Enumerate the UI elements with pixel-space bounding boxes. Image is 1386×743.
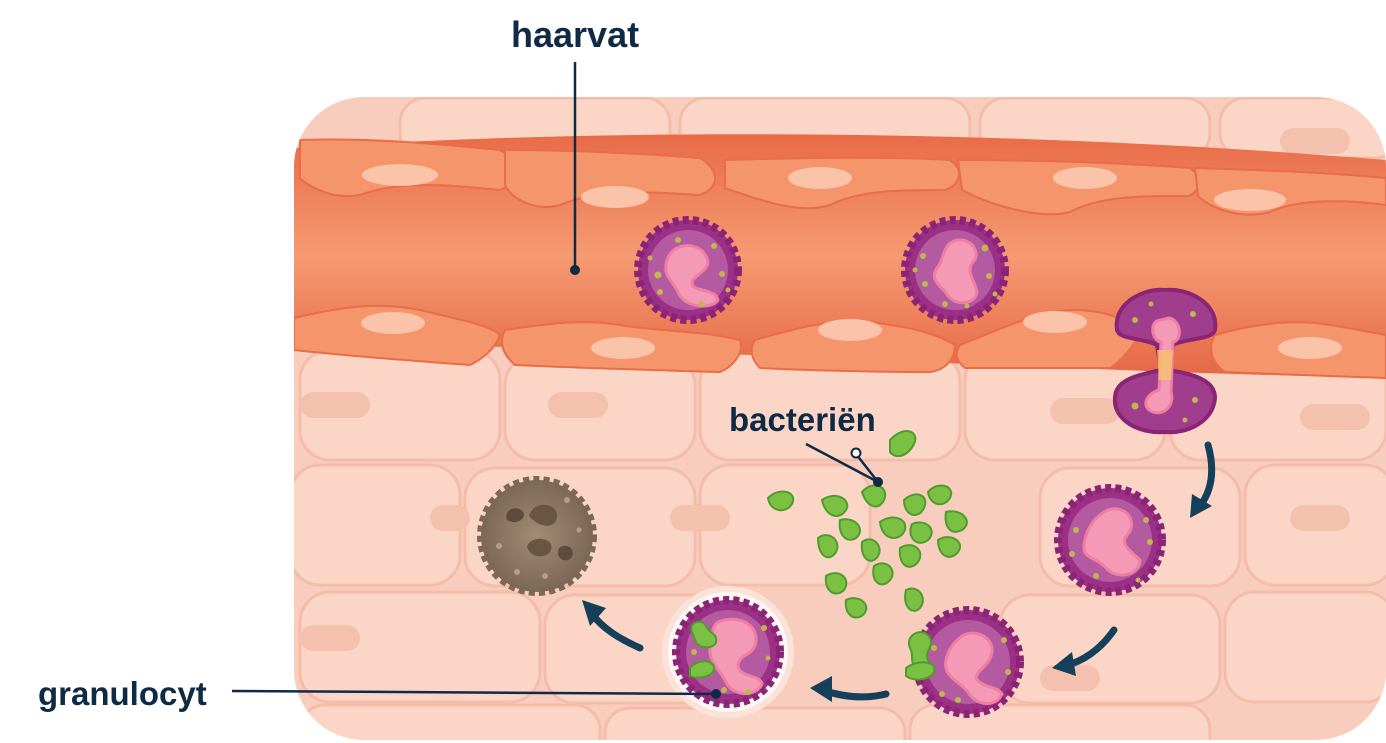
leader-lines <box>231 62 879 696</box>
capillary <box>294 134 1386 380</box>
tissue-cell-nuclei <box>300 128 1370 691</box>
bacterium <box>889 430 917 458</box>
bacterium <box>944 510 968 533</box>
cycle-arrowheads <box>582 494 1212 702</box>
lower-endothelial-nuclei <box>361 311 1342 359</box>
tissue-cells <box>294 97 1386 740</box>
label-haarvat: haarvat <box>511 14 640 55</box>
bacterium <box>878 516 907 539</box>
granulocyte-in-vessel-2 <box>901 216 1009 324</box>
leader-bacterien-open-dot <box>850 447 862 459</box>
dead-cell <box>477 476 597 596</box>
granulocyte-in-vessel-1 <box>634 216 742 324</box>
leader-bacterien-2 <box>855 453 879 483</box>
upper-endothelial-nuclei <box>362 164 1286 211</box>
label-bacterien: bacteriën <box>729 401 876 438</box>
label-granulocyt: granulocyt <box>38 675 207 712</box>
bacterium <box>860 484 887 508</box>
bacterium <box>902 493 927 516</box>
bacterium <box>766 490 795 512</box>
granulocyte-engulfing <box>905 606 1024 718</box>
bacterium <box>872 562 894 586</box>
bacterium <box>824 572 848 595</box>
bacterium <box>926 484 953 506</box>
bacterium <box>904 587 924 612</box>
leader-granulocyt <box>231 689 717 696</box>
bacterium <box>816 534 839 559</box>
granulocyte-migrating <box>1054 484 1166 596</box>
granulocyte-extravasating <box>1112 287 1218 435</box>
bacterium <box>909 521 933 544</box>
bacterium <box>844 597 868 619</box>
bacterium <box>898 544 922 568</box>
bacterium <box>860 538 881 562</box>
bacterium <box>820 494 849 517</box>
bacterium <box>838 518 861 541</box>
bacteria-cluster <box>766 430 968 619</box>
leader-bacterien <box>805 442 879 484</box>
leader-haarvat-dot <box>570 265 580 275</box>
bacterium <box>936 536 961 558</box>
leader-bacterien-dot <box>873 477 883 487</box>
granulocyte-activated <box>662 586 794 718</box>
